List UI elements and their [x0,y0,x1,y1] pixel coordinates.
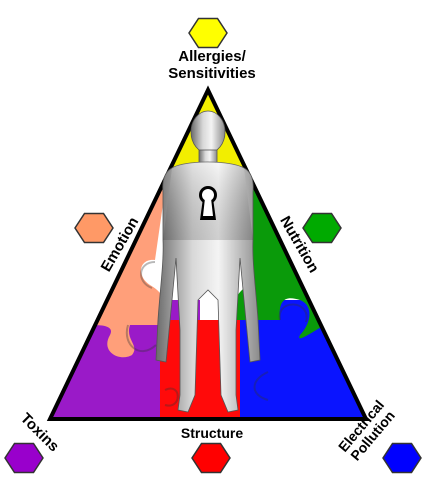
human-figure [155,110,261,413]
hexagon-structure [191,442,231,474]
hexagon-emotion [74,212,114,244]
hexagon-allergies [188,17,228,49]
hexagon-toxins [4,442,44,474]
region-nutrition [234,170,366,339]
label-allergies-line1: Allergies/ [178,48,246,65]
triangle-outline [46,85,370,421]
keyhole-icon [199,186,217,220]
hexagon-nutrition [302,212,342,244]
label-structure: Structure [180,425,244,441]
label-allergies-sensitivities: Allergies/ Sensitivities [0,48,424,82]
label-allergies-line2: Sensitivities [168,65,256,82]
hexagon-electrical [382,442,422,474]
